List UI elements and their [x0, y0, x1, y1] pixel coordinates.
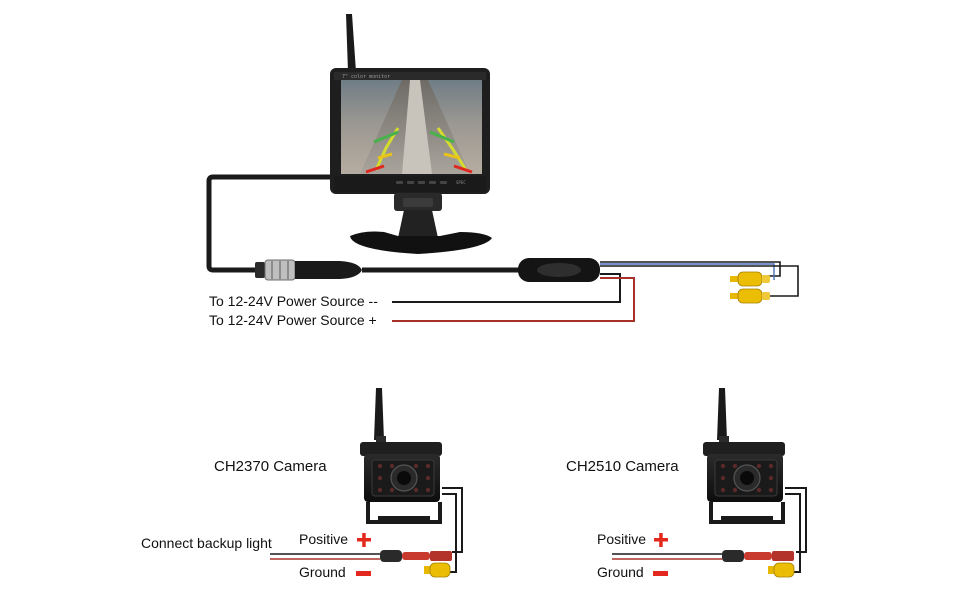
power-positive-label: To 12-24V Power Source + — [209, 312, 377, 328]
monitor-screen-title: 7" color monitor — [342, 74, 390, 80]
camera-1-name: CH2370 Camera — [214, 458, 327, 475]
monitor-cable — [206, 174, 330, 273]
rca-connector-icon — [424, 562, 451, 578]
video-wire-2 — [600, 265, 799, 297]
camera-1-positive-label: Positive — [299, 531, 349, 547]
backup-light-label: Connect backup light — [141, 535, 272, 551]
monitor: 7" color monitor SPEC — [330, 14, 492, 254]
camera-2-name: CH2510 Camera — [566, 458, 679, 475]
power-wire-negative — [392, 273, 621, 303]
cable-splitter — [518, 258, 600, 282]
camera-2-positive-label: Positive — [597, 531, 647, 547]
camera-1-ground-label: Ground — [299, 564, 346, 580]
rca-connector-icon — [730, 271, 770, 287]
camera-1 — [360, 388, 442, 524]
plus-icon — [357, 533, 371, 547]
aviation-connector — [255, 259, 362, 281]
plus-icon — [654, 533, 668, 547]
power-negative-label: To 12-24V Power Source -- — [209, 293, 378, 309]
monitor-brand-mark: SPEC — [456, 180, 466, 185]
antenna-icon — [346, 14, 356, 72]
minus-icon — [356, 571, 371, 576]
antenna-icon — [374, 388, 384, 440]
minus-icon — [653, 571, 668, 576]
antenna-icon — [717, 388, 727, 440]
camera-2-ground-label: Ground — [597, 564, 644, 580]
power-wire-positive — [392, 277, 635, 322]
rca-connector-icon — [730, 288, 770, 304]
rca-connector-icon — [768, 562, 795, 578]
camera-2 — [703, 388, 785, 524]
